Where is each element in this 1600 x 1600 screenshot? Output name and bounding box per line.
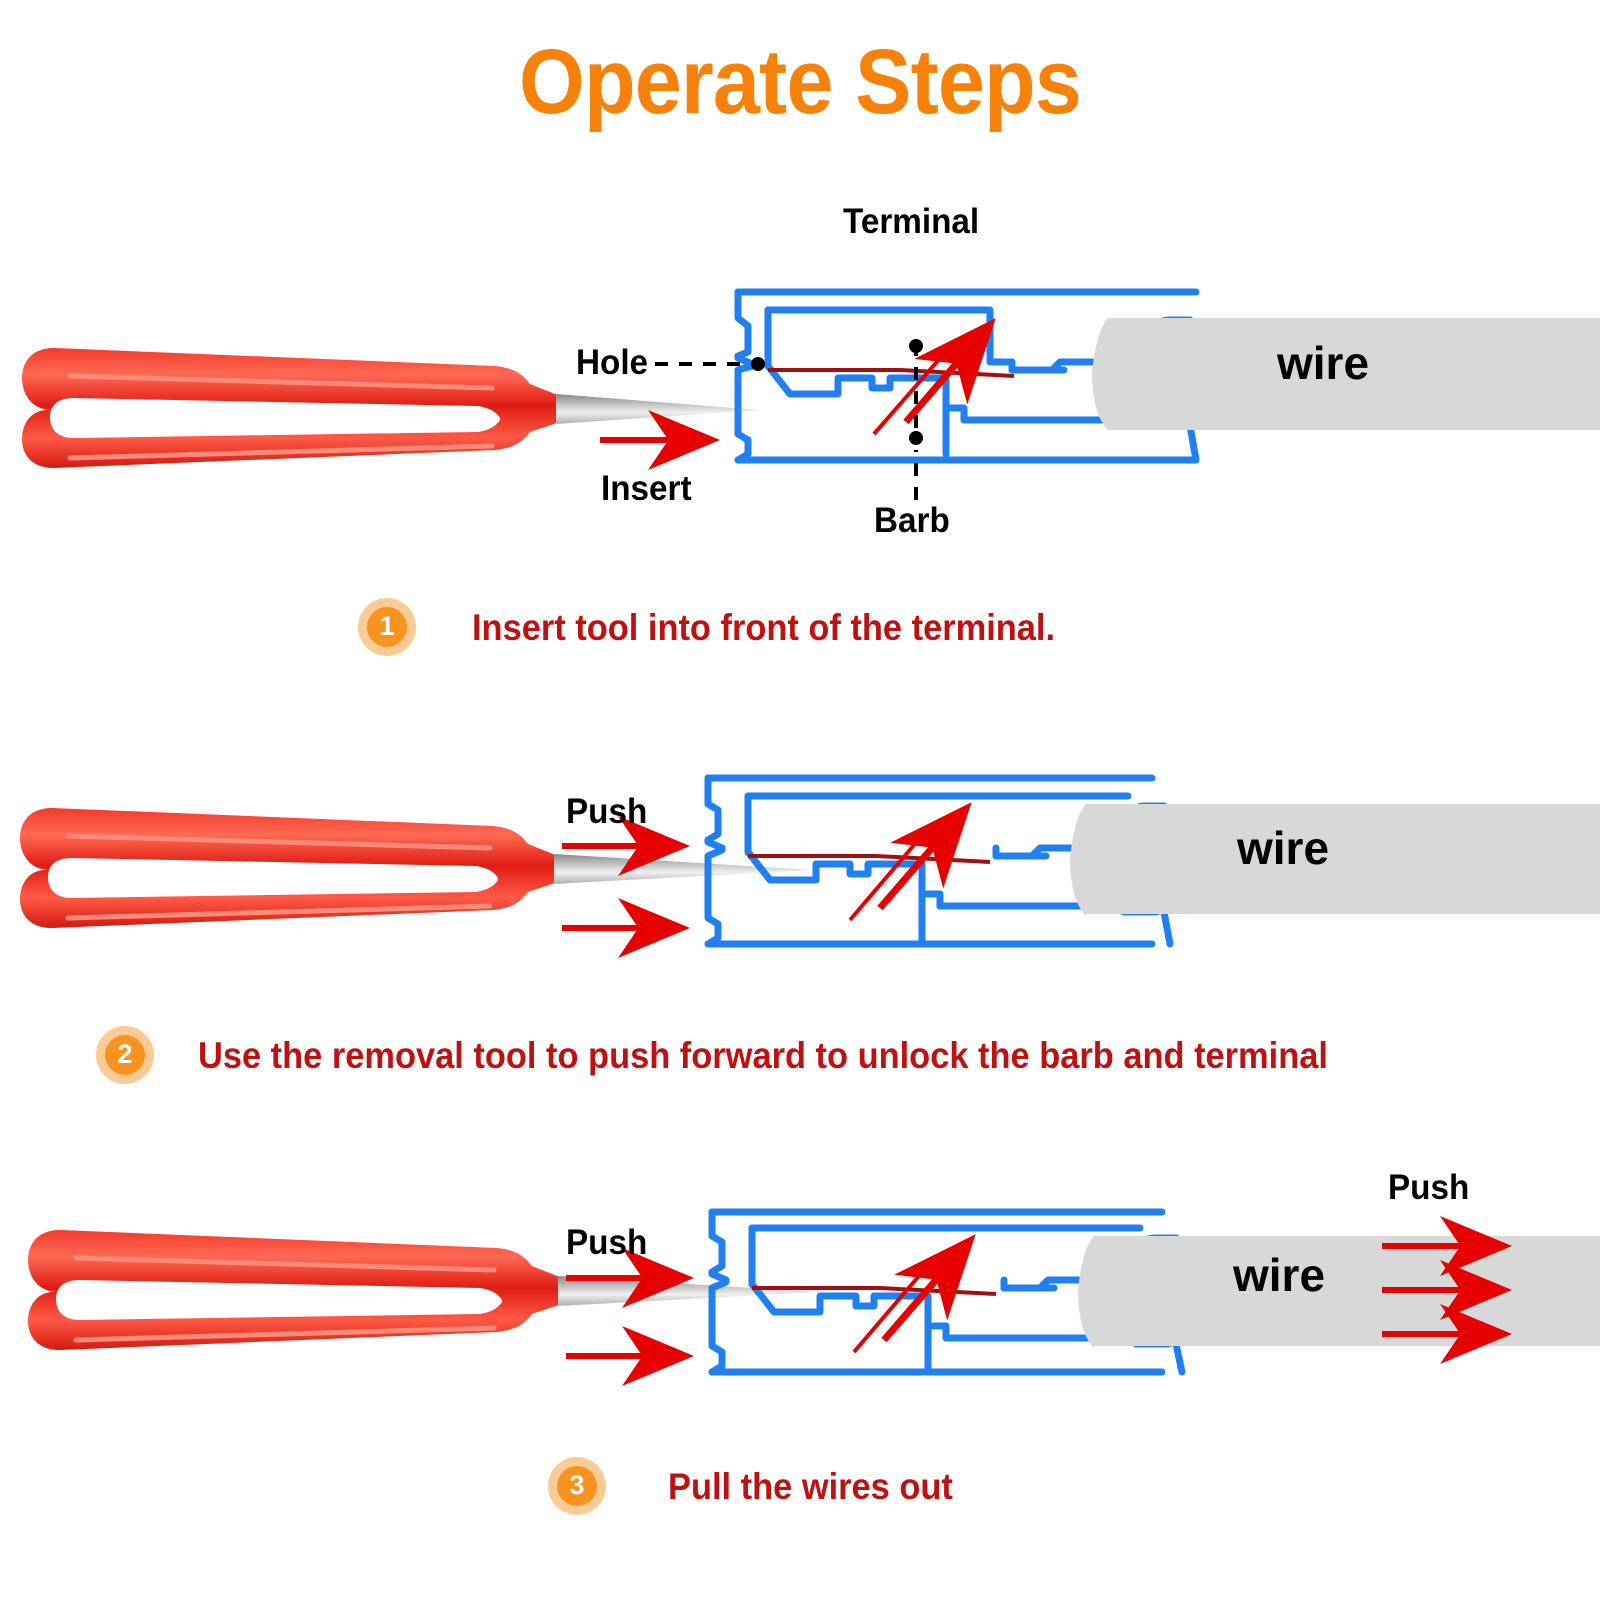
wire-body	[1092, 318, 1600, 430]
page-title: Operate Steps	[519, 31, 1082, 133]
handle-highlight-top	[67, 373, 495, 391]
step-2-number: 2	[117, 1038, 133, 1069]
badge-core	[557, 1466, 597, 1506]
badge-core	[105, 1035, 145, 1075]
annotation-dots	[751, 339, 923, 445]
step-1-caption: 1 Insert tool into front of the terminal…	[358, 598, 1099, 656]
label-push-step-2: Push	[566, 792, 648, 831]
wire-label-step-1: wire	[1277, 337, 1370, 389]
removal-tool	[22, 348, 760, 468]
label-push-left-step-3: Push	[566, 1223, 648, 1262]
label-push-right-step-3: Push	[1388, 1168, 1470, 1207]
tool-blade	[556, 394, 760, 424]
step-3-svg	[28, 1208, 1600, 1386]
step-1-caption-text: Insert tool into front of the terminal.	[472, 606, 1056, 648]
step-2-caption: 2 Use the removal tool to push forward t…	[96, 1026, 1413, 1084]
step-1-illustration	[0, 170, 1600, 600]
barb-pointer-line	[852, 1254, 938, 1354]
removal-tool	[20, 808, 812, 928]
handle-highlight-top	[73, 1255, 497, 1273]
step-1-badge: 1	[358, 598, 416, 656]
wire-body	[1070, 804, 1600, 916]
handle-highlight-bottom	[73, 1325, 497, 1343]
handle-highlight-top	[65, 833, 493, 851]
wire-label-step-2: wire	[1237, 822, 1330, 874]
wire-body	[1078, 1236, 1600, 1348]
tool-handle-hole	[56, 1280, 502, 1320]
tool-handle-hole	[48, 858, 498, 898]
step-2-badge: 2	[96, 1026, 154, 1084]
unlock-arrow	[877, 802, 972, 911]
badge-core	[367, 607, 407, 647]
tool-handle-hole	[50, 398, 500, 438]
step-2-illustration	[0, 740, 1600, 1030]
step-2-caption-text: Use the removal tool to push forward to …	[198, 1034, 1328, 1076]
wire-label-step-3: wire	[1233, 1249, 1326, 1301]
label-insert: Insert	[601, 469, 692, 508]
handle-highlight-bottom	[65, 903, 493, 921]
barb-pointer-line	[872, 338, 958, 436]
step-2-svg	[20, 774, 1600, 958]
step-3-badge: 3	[548, 1457, 606, 1515]
step-3-number: 3	[569, 1469, 585, 1500]
step-3-caption: 3 Pull the wires out	[548, 1457, 974, 1515]
removal-tool	[28, 1230, 818, 1350]
unlock-arrow	[881, 1234, 976, 1343]
step-3-illustration	[0, 1150, 1600, 1440]
label-hole: Hole	[576, 343, 649, 382]
unlock-arrow	[903, 318, 996, 425]
barb-pointer-line	[848, 822, 934, 922]
label-barb: Barb	[874, 501, 950, 540]
step-3-caption-text: Pull the wires out	[668, 1465, 953, 1507]
annotation-leaders	[655, 348, 918, 500]
step-1-svg	[22, 288, 1600, 500]
handle-highlight-bottom	[67, 443, 495, 461]
step-1-number: 1	[379, 610, 395, 641]
label-terminal: Terminal	[843, 202, 980, 241]
